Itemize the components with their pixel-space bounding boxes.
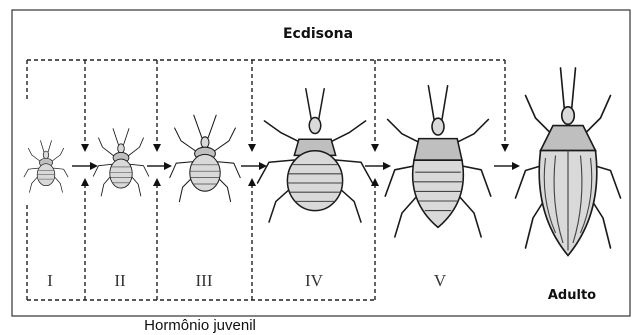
insect-stage-v bbox=[385, 86, 491, 237]
insect-stage-iv bbox=[258, 89, 373, 222]
stage-label-i: I bbox=[47, 271, 53, 290]
stage-label-ii: II bbox=[114, 271, 126, 290]
stage-label-iii: III bbox=[196, 271, 213, 290]
stage-label-adulto: Adulto bbox=[548, 288, 596, 303]
insect-stage-iii bbox=[170, 115, 240, 201]
ecdisona-pathway bbox=[27, 60, 505, 150]
insect-stage-i bbox=[24, 141, 68, 193]
ecdisona-label: Ecdisona bbox=[283, 26, 353, 42]
stage-label-iv: IV bbox=[305, 271, 324, 290]
insect-adult bbox=[516, 68, 621, 256]
juvenile-hormone-label: Hormônio juvenil bbox=[144, 317, 256, 334]
insect-stage-ii bbox=[93, 129, 148, 196]
stage-label-v: V bbox=[434, 271, 447, 290]
